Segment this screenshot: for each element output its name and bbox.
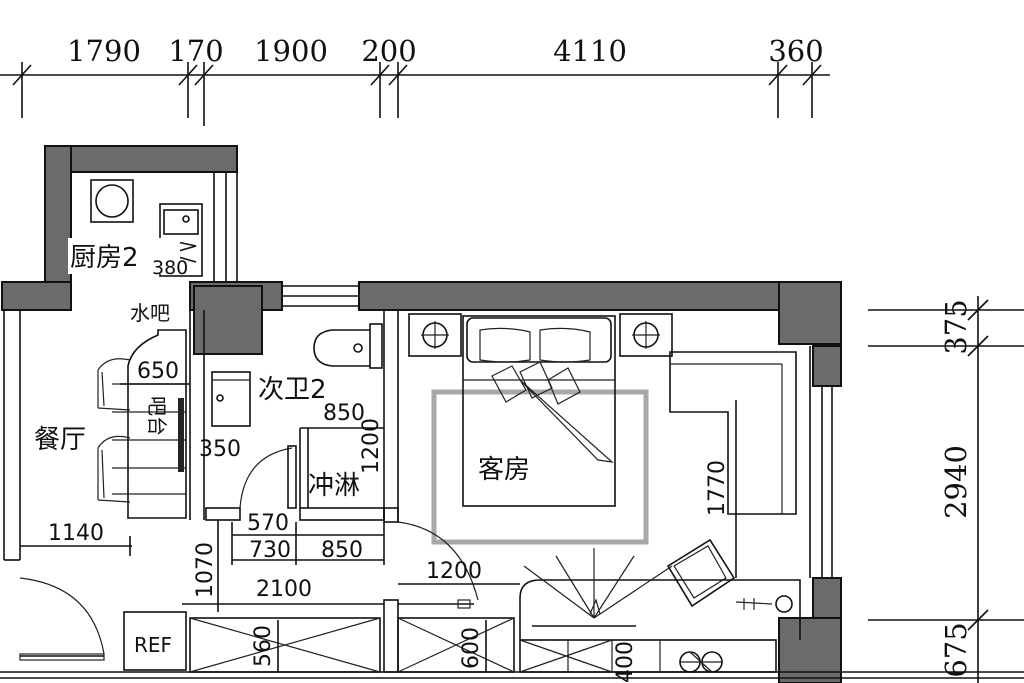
top-dimension-chain: 1790 170 1900 200 4110 360 [0, 34, 830, 126]
label-dining: 餐厅 [34, 425, 86, 455]
dim-400: 400 [613, 641, 638, 683]
dim-380: 380 [152, 257, 188, 279]
dim-600: 600 [459, 627, 484, 669]
dim-650: 650 [137, 359, 179, 384]
top-dim-3: 1900 [254, 34, 328, 68]
dim-2100: 2100 [256, 577, 312, 602]
right-dim-3: 675 [939, 622, 973, 677]
dim-1140: 1140 [48, 521, 104, 546]
top-dim-6: 360 [768, 34, 823, 68]
dim-730: 730 [249, 538, 291, 563]
bottom-cabinets [0, 599, 1024, 679]
label-fridge: REF [134, 633, 172, 657]
right-dim-1: 375 [939, 299, 973, 354]
dim-1070: 1070 [193, 542, 218, 598]
armchair [666, 538, 736, 608]
label-bathroom: 次卫2 [258, 375, 327, 405]
label-water-bar: 水吧 [130, 301, 170, 325]
guest-room-furniture [408, 313, 673, 545]
doors [19, 445, 479, 661]
inner-dimensions: 1140 650 350 570 730 850 2100 1070 1200 … [20, 359, 730, 683]
dim-850-bottom: 850 [321, 538, 363, 563]
bathroom-fixtures [211, 323, 383, 427]
dim-1770: 1770 [705, 460, 730, 516]
top-dim-4: 200 [361, 34, 416, 68]
right-dim-2: 2940 [939, 445, 973, 519]
dim-1200-door: 1200 [426, 559, 482, 584]
dim-560: 560 [251, 625, 276, 667]
label-shower: 冲淋 [308, 471, 360, 501]
label-kitchen: 厨房2 [70, 243, 139, 273]
top-dim-5: 4110 [553, 34, 627, 68]
walls [1, 145, 842, 683]
label-guest-room: 客房 [478, 455, 530, 485]
top-dim-1: 1790 [67, 34, 141, 68]
right-dimension-chain: 375 2940 675 [868, 296, 1024, 683]
dim-1200-shower: 1200 [359, 418, 384, 474]
room-labels: 厨房2 380 水吧 餐厅 次卫2 冲淋 客房 吧台 REF [34, 238, 530, 657]
partitions [3, 172, 833, 578]
desk [519, 548, 801, 640]
top-dim-2: 170 [168, 34, 223, 68]
dim-850-shower: 850 [323, 401, 365, 426]
window-seat [669, 351, 797, 578]
dim-570: 570 [247, 511, 289, 536]
dim-350: 350 [199, 437, 241, 462]
label-bar-vertical: 吧台 [145, 396, 169, 436]
